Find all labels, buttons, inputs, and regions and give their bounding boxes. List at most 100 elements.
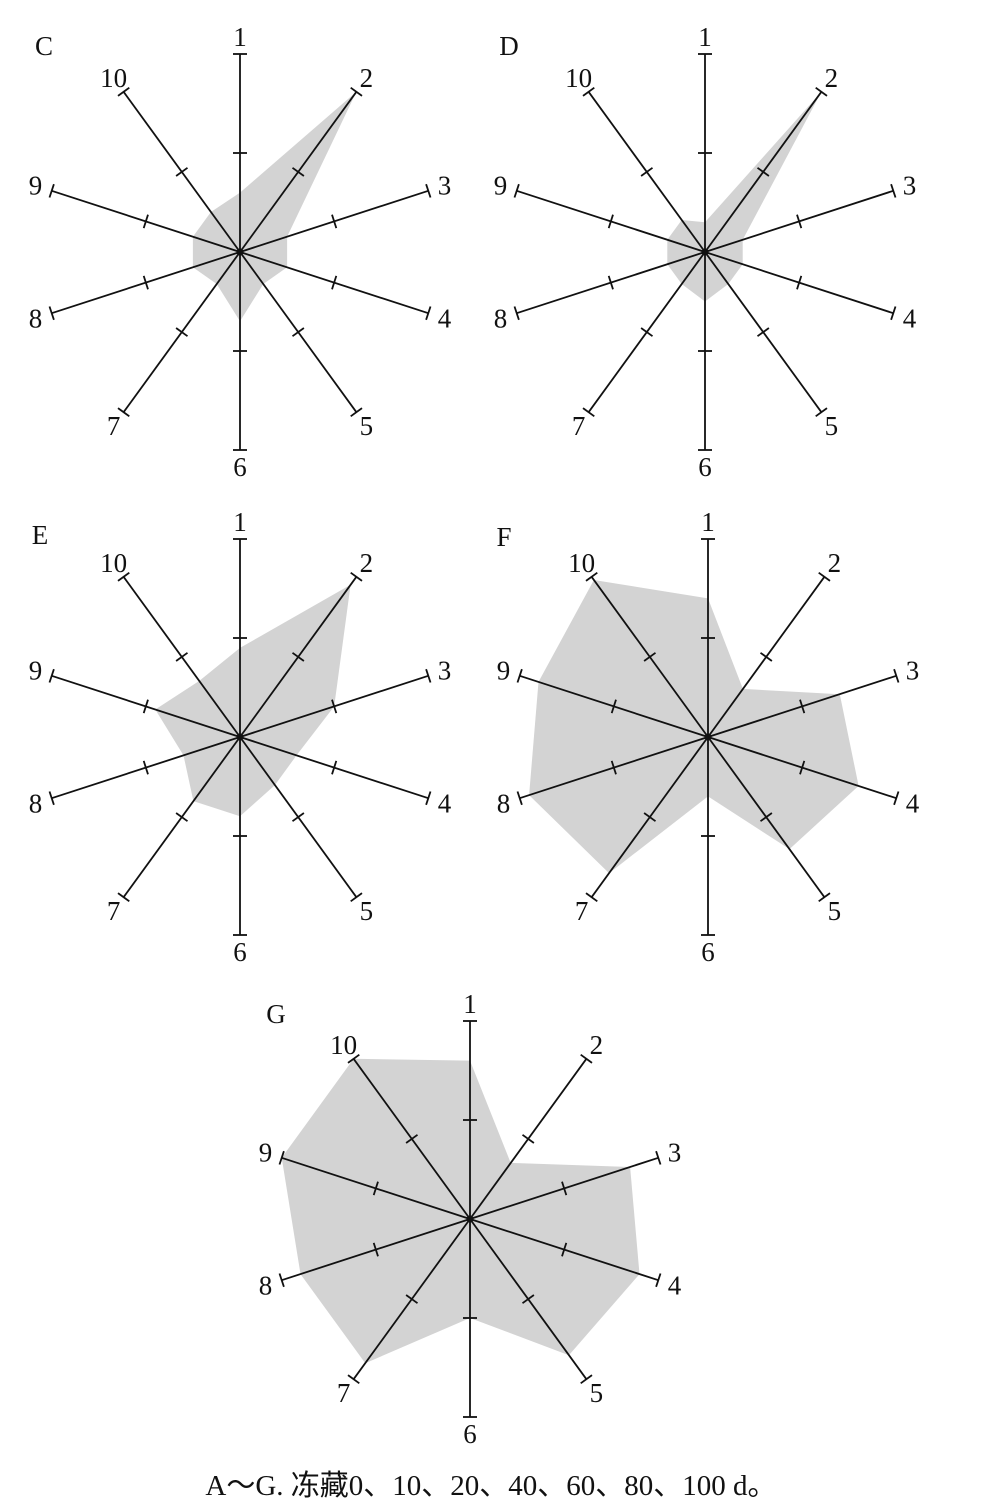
axis-tick — [117, 86, 130, 97]
axis-tick — [142, 760, 149, 775]
axis-tick — [640, 167, 654, 177]
axis-tick — [521, 1134, 535, 1144]
axis-tick — [48, 668, 55, 683]
axis-label-4: 4 — [438, 303, 452, 333]
axis-label-3: 3 — [438, 171, 452, 201]
axis-tick — [175, 652, 189, 662]
axis-tick — [610, 760, 617, 775]
radar-area — [281, 1058, 640, 1364]
axis-tick — [640, 327, 654, 337]
center-point — [701, 248, 709, 256]
axis-label-3: 3 — [668, 1138, 682, 1168]
axis-tick — [818, 571, 831, 582]
axis-tick — [815, 407, 828, 418]
panel-label: D — [499, 31, 519, 61]
axis-label-1: 1 — [233, 507, 247, 537]
axis-tick — [350, 86, 363, 97]
axis-tick — [893, 791, 900, 806]
center-point — [466, 1215, 474, 1223]
axis-tick — [48, 791, 55, 806]
center-point — [236, 248, 244, 256]
axis-tick — [291, 167, 305, 177]
axis-label-9: 9 — [494, 171, 508, 201]
axis-label-4: 4 — [906, 788, 920, 818]
axis-tick — [117, 407, 130, 418]
axis-label-2: 2 — [360, 63, 374, 93]
axis-tick — [425, 668, 432, 683]
axis-label-10: 10 — [100, 63, 127, 93]
axis-label-9: 9 — [259, 1138, 273, 1168]
axis-label-9: 9 — [29, 656, 43, 686]
axis-tick — [607, 275, 614, 290]
axis-tick — [142, 699, 149, 714]
axis-tick — [643, 812, 657, 822]
axis-label-1: 1 — [698, 22, 712, 52]
axis-tick — [48, 183, 55, 198]
axis-tick — [350, 407, 363, 418]
radar-area — [529, 580, 859, 874]
axis-tick — [799, 699, 806, 714]
axis-tick — [607, 214, 614, 229]
center-point — [704, 733, 712, 741]
axis-label-5: 5 — [825, 411, 839, 441]
axis-label-6: 6 — [233, 452, 247, 482]
axis-tick — [513, 306, 520, 321]
axis-tick — [372, 1242, 379, 1257]
axis-tick — [142, 275, 149, 290]
axis-label-2: 2 — [825, 63, 839, 93]
axis-tick — [405, 1294, 419, 1304]
axis-tick — [175, 167, 189, 177]
axis-label-1: 1 — [463, 989, 477, 1019]
axis-tick — [350, 571, 363, 582]
axis-tick — [278, 1273, 285, 1288]
axis-tick — [372, 1181, 379, 1196]
axis-label-6: 6 — [698, 452, 712, 482]
axis-tick — [796, 275, 803, 290]
axis-tick — [425, 183, 432, 198]
axis-label-7: 7 — [337, 1378, 351, 1408]
axis-tick — [331, 214, 338, 229]
center-point — [236, 733, 244, 741]
axis-tick — [117, 571, 130, 582]
radar-area — [155, 584, 351, 817]
axis-tick — [350, 892, 363, 903]
axis-tick — [643, 652, 657, 662]
axis-label-9: 9 — [29, 171, 43, 201]
axis-tick — [756, 167, 770, 177]
axis-tick — [516, 791, 523, 806]
axis-tick — [610, 699, 617, 714]
axis-tick — [893, 668, 900, 683]
axis-label-9: 9 — [497, 656, 511, 686]
axis-tick — [585, 892, 598, 903]
panel-label: C — [35, 31, 53, 61]
axis-tick — [513, 183, 520, 198]
axis-tick — [759, 812, 773, 822]
axis-label-4: 4 — [438, 788, 452, 818]
axis-label-3: 3 — [438, 656, 452, 686]
axis-tick — [582, 86, 595, 97]
axis-tick — [890, 306, 897, 321]
axis-tick — [561, 1181, 568, 1196]
axis-tick — [117, 892, 130, 903]
axis-label-8: 8 — [497, 788, 511, 818]
axis-label-3: 3 — [903, 171, 917, 201]
axis-label-5: 5 — [828, 896, 842, 926]
axis-label-5: 5 — [360, 411, 374, 441]
axis-label-8: 8 — [259, 1270, 273, 1300]
axis-tick — [815, 86, 828, 97]
axis-tick — [347, 1374, 360, 1385]
axis-tick — [278, 1150, 285, 1165]
axis-tick — [582, 407, 595, 418]
axis-tick — [48, 306, 55, 321]
axis-label-6: 6 — [463, 1419, 477, 1449]
axis-label-7: 7 — [107, 411, 121, 441]
axis-tick — [331, 760, 338, 775]
axis-label-2: 2 — [360, 548, 374, 578]
axis-label-5: 5 — [360, 896, 374, 926]
axis-tick — [516, 668, 523, 683]
axis-tick — [756, 327, 770, 337]
